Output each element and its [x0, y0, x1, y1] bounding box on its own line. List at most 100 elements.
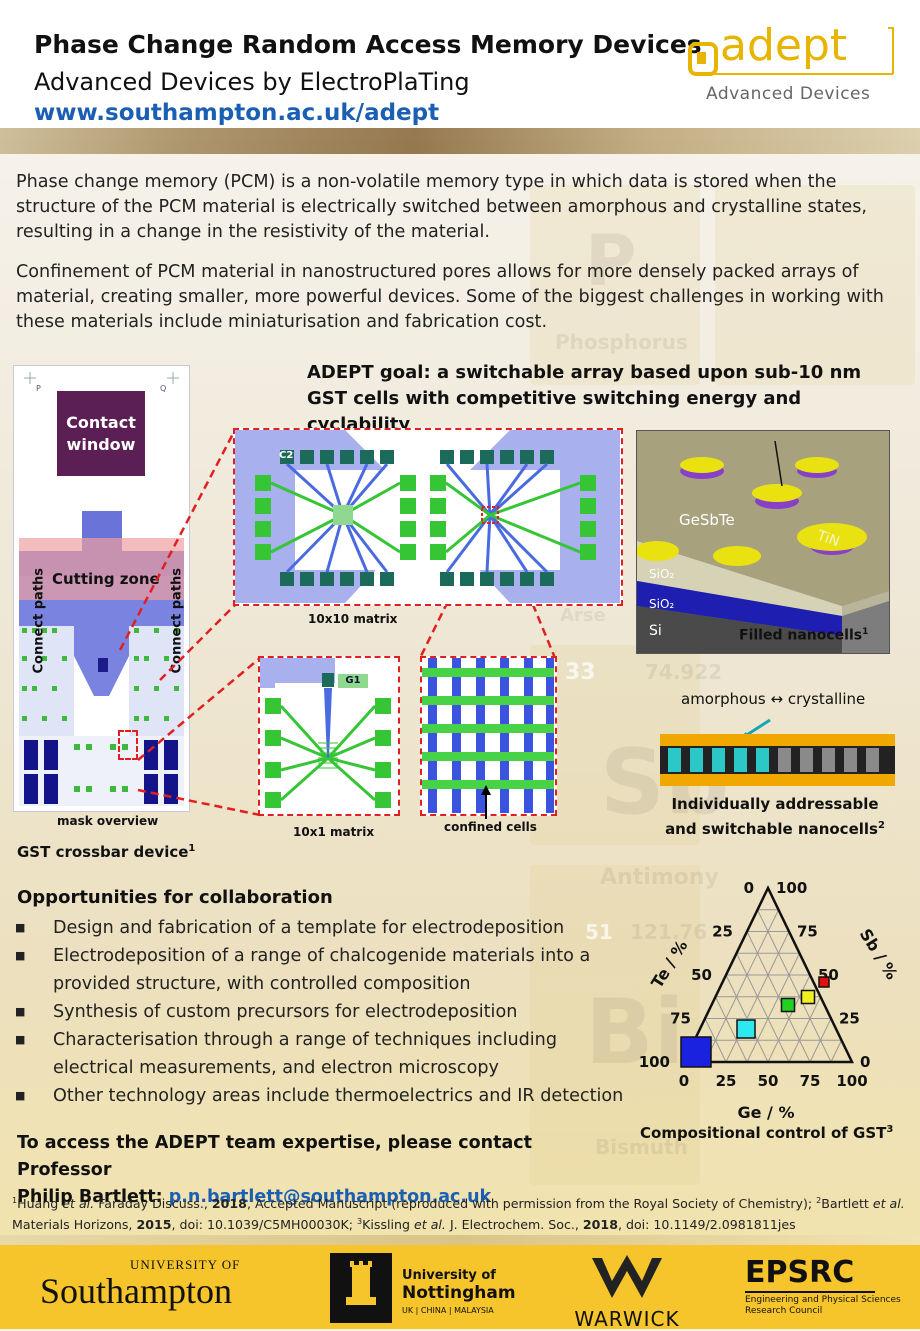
epsrc-logo: EPSRC Engineering and Physical Sciences …	[745, 1257, 901, 1317]
poster-title: Phase Change Random Access Memory Device…	[34, 30, 702, 59]
composition-point-4	[818, 976, 830, 988]
warwick-logo: WARWICK	[572, 1253, 682, 1331]
ref1-year: 2018	[211, 1196, 247, 1212]
filled-nanocells-caption: Filled nanocells1	[739, 627, 868, 644]
bullet-icon: ■	[15, 949, 26, 962]
contact-email-link[interactable]: p.n.bartlett@southampton.ac.uk	[168, 1187, 492, 1207]
ge-tick-label: 100	[836, 1072, 867, 1090]
nanocell-array-diagram	[660, 718, 895, 786]
label-si: Si	[649, 623, 662, 639]
southampton-logo: UNIVERSITY OF Southampton	[40, 1257, 240, 1309]
tag-d2: D2	[420, 450, 436, 461]
footer-logos: UNIVERSITY OF Southampton University of …	[0, 1235, 920, 1331]
epsrc-text: EPSRC	[745, 1255, 855, 1290]
gst-crossbar-caption: GST crossbar device1	[17, 843, 195, 861]
label-amorphous: amorphous	[681, 690, 766, 708]
ref1-journal: Faraday Discuss.,	[98, 1196, 208, 1212]
adept-logo: adept Advanced Devices	[688, 20, 898, 112]
bullet-icon: ■	[15, 1089, 26, 1102]
epsrc-rule	[745, 1291, 875, 1293]
southampton-small-text: UNIVERSITY OF	[130, 1257, 241, 1272]
ge-tick-label: 50	[758, 1072, 779, 1090]
ref2-num: 2	[816, 1196, 822, 1205]
bg-name-bismuth: Bismuth	[595, 1135, 688, 1159]
nottingham-crest-icon	[330, 1253, 392, 1323]
bg-mass-12176: 121.76	[630, 920, 708, 944]
ref2-etal: et al.	[872, 1196, 905, 1212]
nottingham-line-1: University of	[402, 1268, 496, 1283]
composition-point-1	[736, 1019, 756, 1039]
adept-logo-tagline: Advanced Devices	[706, 84, 871, 104]
te-tick-label: 0	[744, 879, 754, 897]
ref2-journal: Materials Horizons,	[12, 1217, 133, 1233]
ternary-grid-line	[746, 953, 800, 1063]
te-axis-label: Te / %	[647, 937, 691, 992]
sb-tick-label: 25	[839, 1010, 860, 1028]
nottingham-logo-text: University of Nottingham UK | CHINA | MA…	[402, 1268, 516, 1315]
contact-block: To access the ADEPT team expertise, plea…	[17, 1130, 617, 1211]
label-gesbte: GeSbTe	[679, 511, 735, 529]
sb-axis-label: Sb / %	[856, 925, 902, 983]
ge-tick-label: 25	[716, 1072, 737, 1090]
nottingham-line-3: UK | CHINA | MALAYSIA	[402, 1306, 494, 1315]
mask-zoom-box	[118, 730, 138, 760]
bullet-icon: ■	[15, 1005, 26, 1018]
ge-tick-label: 0	[679, 1072, 689, 1090]
switchable-ref: 2	[877, 820, 885, 831]
intro-paragraph-1: Phase change memory (PCM) is a non-volat…	[16, 172, 868, 242]
ternary-grid-line	[704, 909, 779, 1063]
footer-top-band	[0, 1235, 920, 1245]
composition-point-3	[800, 989, 816, 1005]
ref1-num: 1	[12, 1196, 18, 1205]
te-tick-label: 25	[712, 923, 733, 941]
ref3-year: 2018	[582, 1217, 618, 1233]
label-sio2-upper: SiO₂	[649, 567, 675, 581]
ref3-journal: J. Electrochem. Soc.,	[449, 1217, 579, 1233]
ref3-author: Kissling	[362, 1217, 410, 1233]
collab-item-text: Characterisation through a range of tech…	[53, 1030, 557, 1078]
bg-number-51: 51	[585, 920, 613, 944]
contact-name: Philip Bartlett:	[17, 1187, 163, 1207]
intro-paragraph-2: Confinement of PCM material in nanostruc…	[16, 262, 884, 332]
cutting-zone-label: Cutting zone	[52, 570, 160, 588]
filled-nanocells-image: GeSbTe TiN SiO₂ SiO₂ Si Filled nanocells…	[636, 430, 890, 654]
mask-overview-label: mask overview	[57, 814, 159, 828]
bullet-icon: ■	[15, 921, 26, 934]
gst-crossbar-text: GST crossbar device	[17, 843, 189, 861]
switch-arrow-icon: ↔	[770, 690, 784, 708]
collab-item-text: Design and fabrication of a template for…	[53, 918, 565, 938]
zoom-connector-lines	[118, 429, 557, 817]
ge-axis-label: Ge / %	[738, 1103, 795, 1122]
bg-symbol-p: P	[585, 220, 637, 302]
warwick-text: WARWICK	[574, 1307, 680, 1331]
composition-point-2	[780, 997, 796, 1013]
bg-name-arsenic: Arse	[560, 605, 606, 626]
matrix-10x1: G1	[258, 656, 400, 816]
collab-item: ■Characterisation through a range of tec…	[15, 1026, 615, 1082]
matrix-10x10-label: 10x10 matrix	[308, 612, 398, 626]
ternary-caption: Compositional control of GST3	[640, 1124, 893, 1142]
ge-tick-label: 75	[800, 1072, 821, 1090]
collab-item-text: Synthesis of custom precursors for elect…	[53, 1002, 518, 1022]
filled-nanocells-text: Filled nanocells	[739, 627, 863, 644]
ternary-grid-line	[788, 996, 821, 1063]
confined-cells-drawing	[422, 658, 554, 813]
ternary-caption-ref: 3	[886, 1124, 894, 1135]
collab-item-text: Other technology areas include thermoele…	[53, 1086, 624, 1106]
bg-symbol-bi: Bi	[585, 980, 685, 1085]
mask-corner-p: P	[36, 384, 41, 393]
matrix-10x1-drawing	[260, 658, 391, 808]
sb-tick-label: 0	[860, 1053, 870, 1071]
ternary-triangle	[682, 885, 854, 1064]
contact-window: Contact window	[57, 391, 145, 476]
adept-goal: ADEPT goal: a switchable array based upo…	[307, 362, 862, 435]
bg-number-33: 33	[565, 660, 596, 685]
ternary-caption-text: Compositional control of GST	[640, 1124, 887, 1142]
poster-url[interactable]: www.southampton.ac.uk/adept	[34, 100, 440, 126]
te-tick-label: 100	[639, 1053, 670, 1071]
header	[0, 0, 920, 140]
sb-tick-label: 100	[776, 879, 807, 897]
bg-name-antimony: Antimony	[600, 865, 719, 890]
ref3-rest: , doi: 10.1149/2.0981811jes	[617, 1217, 796, 1233]
sb-tick-label: 75	[797, 923, 818, 941]
